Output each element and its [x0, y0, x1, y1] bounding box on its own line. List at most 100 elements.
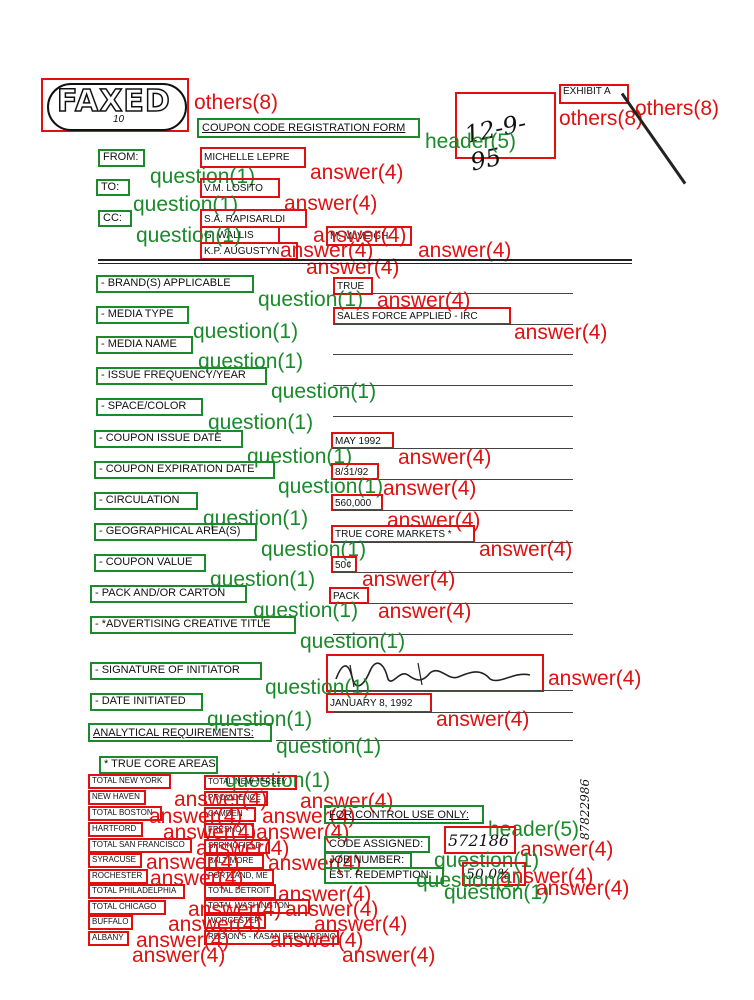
tag-answer-core-17: answer(4) — [270, 929, 364, 952]
core-left-9-text: BUFFALO — [92, 917, 129, 926]
field-brand-value-text: TRUE — [337, 281, 365, 292]
from-label: FROM: — [98, 149, 145, 167]
field-circulation-value-text: 560,000 — [335, 498, 372, 509]
core-right-6-text: PORTLAND, ME — [208, 871, 268, 880]
control-code-value: 572186 — [444, 826, 516, 854]
core-right-7: TOTAL DETROIT — [204, 884, 276, 899]
control-est-label-text: EST. REDEMPTION: — [329, 869, 432, 881]
field-geographical-label: - GEOGRAPHICAL AREA(S) — [94, 523, 257, 541]
control-header: FOR CONTROL USE ONLY: — [324, 805, 484, 824]
tag-answer-cc-1: answer(4) — [313, 224, 407, 247]
field-date-initiated-line — [333, 712, 573, 713]
field-pack-carton-value-text: PACK — [333, 591, 360, 602]
cc-value-2-text: G. WALLIS — [204, 230, 254, 241]
tag-answer-to: answer(4) — [284, 192, 378, 215]
field-pack-carton-label-text: - PACK AND/OR CARTON — [95, 587, 226, 599]
tag-answer-core-8: answer(4) — [146, 851, 240, 874]
tag-question-signature: question(1) — [265, 676, 371, 699]
core-right-7-text: TOTAL DETROIT — [208, 886, 271, 895]
field-circulation-line — [333, 510, 573, 511]
control-est-label: EST. REDEMPTION: — [324, 867, 444, 884]
core-left-0: TOTAL NEW YORK — [88, 774, 171, 789]
field-signature-line — [333, 690, 573, 691]
signature-scribble — [335, 662, 531, 688]
tag-answer-brand: answer(4) — [377, 289, 471, 312]
core-right-0-text: TOTAL NEW JERSEY — [208, 777, 287, 786]
cc-label: CC: — [98, 210, 132, 227]
cc-value-3-text: K.P. AUGUSTYN — [204, 246, 280, 257]
cc-extra-text: M. McVEIGH — [330, 231, 389, 242]
core-left-5-text: SYRACUSE — [92, 855, 137, 864]
control-code-label: CODE ASSIGNED: — [324, 836, 430, 853]
core-left-10-text: ALBANY — [92, 933, 124, 942]
tag-answer-core-10: answer(4) — [150, 867, 244, 890]
field-media-type-line — [333, 324, 573, 325]
control-code-label-text: CODE ASSIGNED: — [329, 838, 424, 850]
tag-answer-cc-3: answer(4) — [418, 239, 512, 262]
header-divider-1 — [98, 259, 632, 261]
field-media-type-label: - MEDIA TYPE — [96, 306, 189, 324]
core-left-10: ALBANY — [88, 931, 129, 946]
tag-answer-core-3: answer(4) — [149, 805, 243, 828]
tag-others-3: others(8) — [635, 97, 720, 120]
field-coupon-value-line — [333, 572, 573, 573]
tag-question-creative-title: question(1) — [300, 630, 406, 653]
field-date-initiated-value-text: JANUARY 8, 1992 — [330, 698, 413, 709]
tag-answer-coupon-value: answer(4) — [362, 568, 456, 591]
control-header-text: FOR CONTROL USE ONLY: — [329, 809, 469, 821]
tag-answer-job: answer(4) — [500, 865, 594, 888]
core-right-2-text: CAMDEN — [208, 809, 243, 818]
tag-question-coupon-value: question(1) — [210, 568, 316, 591]
field-media-type-value-text: SALES FORCE APPLIED - IRC — [337, 311, 478, 322]
core-right-9: WORCESTER — [204, 914, 266, 929]
tag-answer-core-7: answer(4) — [196, 837, 290, 860]
core-left-7-text: TOTAL PHILADELPHIA — [92, 886, 177, 895]
core-right-6: PORTLAND, ME — [204, 869, 274, 884]
core-left-7: TOTAL PHILADELPHIA — [88, 884, 185, 899]
faxed-stamp-number: 10 — [113, 114, 125, 125]
field-media-type-value: SALES FORCE APPLIED - IRC — [333, 307, 511, 325]
field-creative-title-line — [333, 634, 573, 635]
field-geographical-label-text: - GEOGRAPHICAL AREA(S) — [99, 525, 241, 537]
tag-answer-core-1: answer(4) — [174, 788, 268, 811]
header-divider-2 — [98, 263, 632, 264]
tag-answer-core-11: answer(4) — [278, 883, 372, 906]
field-pack-carton-line — [333, 603, 573, 604]
field-issue-date-line — [333, 448, 573, 449]
field-signature-label: - SIGNATURE OF INITIATOR — [90, 662, 262, 680]
core-left-5: SYRACUSE — [88, 853, 142, 868]
core-right-1-text: PROVIDENCE — [208, 793, 261, 802]
core-left-2: TOTAL BOSTON — [88, 806, 162, 821]
tag-question-from: question(1) — [150, 165, 256, 188]
core-left-4-text: TOTAL SAN FRANCISCO — [92, 840, 185, 849]
tag-question-media-name: question(1) — [198, 350, 304, 373]
core-right-5: BALTIMORE — [204, 854, 264, 869]
tag-answer-issue-date: answer(4) — [398, 446, 492, 469]
tag-question-brand: question(1) — [258, 288, 364, 311]
core-right-8-text: TOTAL WASHINGTON — [208, 901, 290, 910]
cc-label-text: CC: — [103, 212, 122, 224]
field-coupon-value-label-text: - COUPON VALUE — [99, 556, 193, 568]
field-circulation-label-text: - CIRCULATION — [99, 494, 180, 506]
core-left-6-text: ROCHESTER — [92, 871, 143, 880]
field-space-color-line — [333, 416, 573, 417]
control-job-label-text: JOB NUMBER: — [329, 854, 405, 866]
field-expiration-date-label: - COUPON EXPIRATION DATE — [94, 461, 275, 479]
tag-answer-expiration-date: answer(4) — [383, 477, 477, 500]
true-core-areas-text: * TRUE CORE AREAS — [104, 758, 216, 770]
field-coupon-value-value: 50¢ — [331, 556, 357, 573]
analytical-line — [276, 740, 573, 741]
field-issue-date-label-text: - COUPON ISSUE DATE — [99, 432, 222, 444]
core-left-9: BUFFALO — [88, 915, 133, 930]
tag-answer-core-5: answer(4) — [163, 821, 257, 844]
tag-answer-cc-2: answer(4) — [280, 239, 374, 262]
tag-answer-core-19: answer(4) — [342, 944, 436, 967]
from-value-text: MICHELLE LEPRE — [204, 152, 290, 163]
tag-answer-geographical: answer(4) — [479, 538, 573, 561]
tag-others-2: others(8) — [559, 107, 644, 130]
tag-question-est-2: question(1) — [444, 881, 550, 904]
tag-question-expiration-date: question(1) — [278, 475, 384, 498]
control-code-value-text: 572186 — [448, 831, 510, 850]
tag-question-geographical: question(1) — [261, 538, 367, 561]
core-left-2-text: TOTAL BOSTON — [92, 808, 153, 817]
